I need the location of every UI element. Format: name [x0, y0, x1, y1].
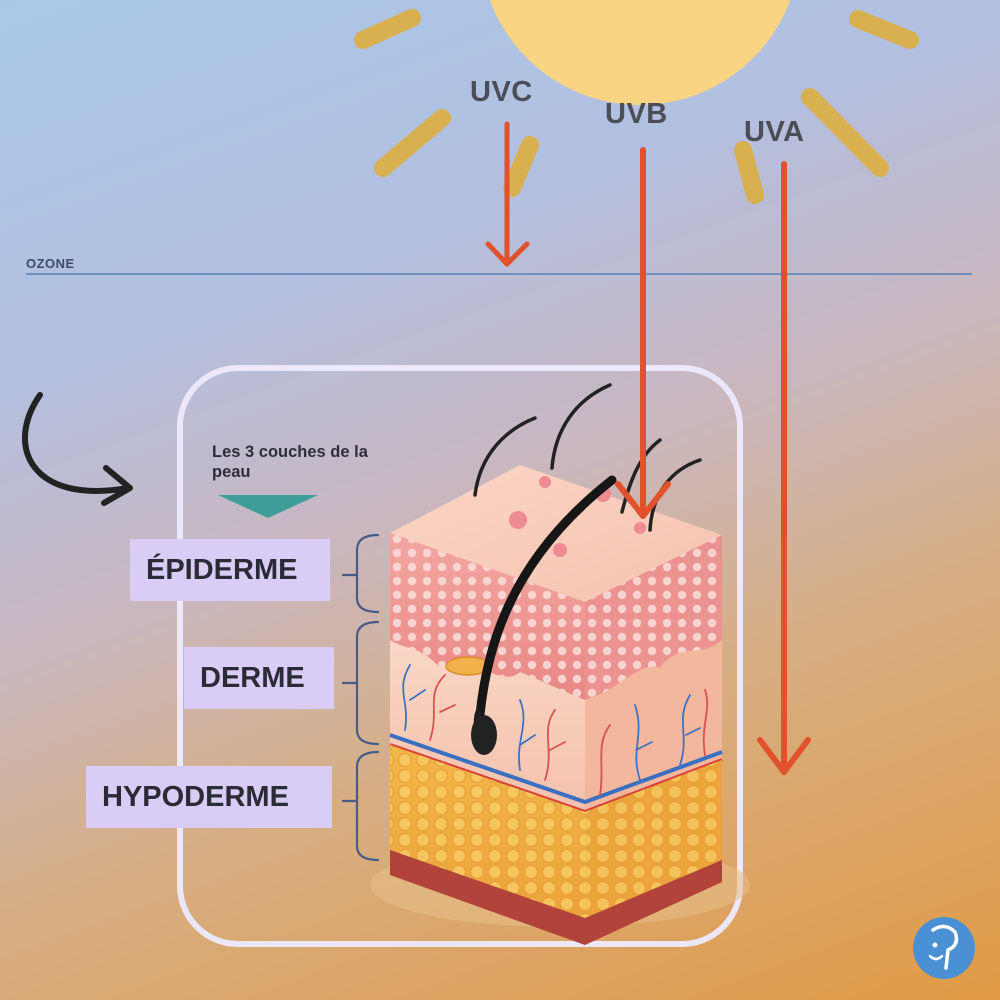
layer-brackets	[341, 533, 380, 862]
ozone-label: OZONE	[26, 256, 75, 271]
uvb-arrow	[615, 147, 671, 519]
skin-frame	[177, 365, 743, 947]
uva-label: UVA	[744, 116, 805, 148]
epiderme-label: ÉPIDERME	[130, 539, 330, 601]
derme-label: DERME	[184, 647, 334, 709]
hypoderme-label: HYPODERME	[86, 766, 332, 828]
uvc-label: UVC	[470, 76, 533, 108]
logo-icon	[913, 917, 975, 979]
curved-arrow-icon	[22, 392, 133, 506]
uva-arrow	[757, 161, 811, 775]
layers-title: Les 3 couches de la peau	[212, 443, 368, 481]
uvb-label: UVB	[605, 98, 668, 130]
skin-block	[370, 383, 750, 945]
pointer-triangle	[218, 495, 318, 518]
uvc-arrow	[485, 121, 530, 267]
sun-icon	[354, 0, 919, 204]
